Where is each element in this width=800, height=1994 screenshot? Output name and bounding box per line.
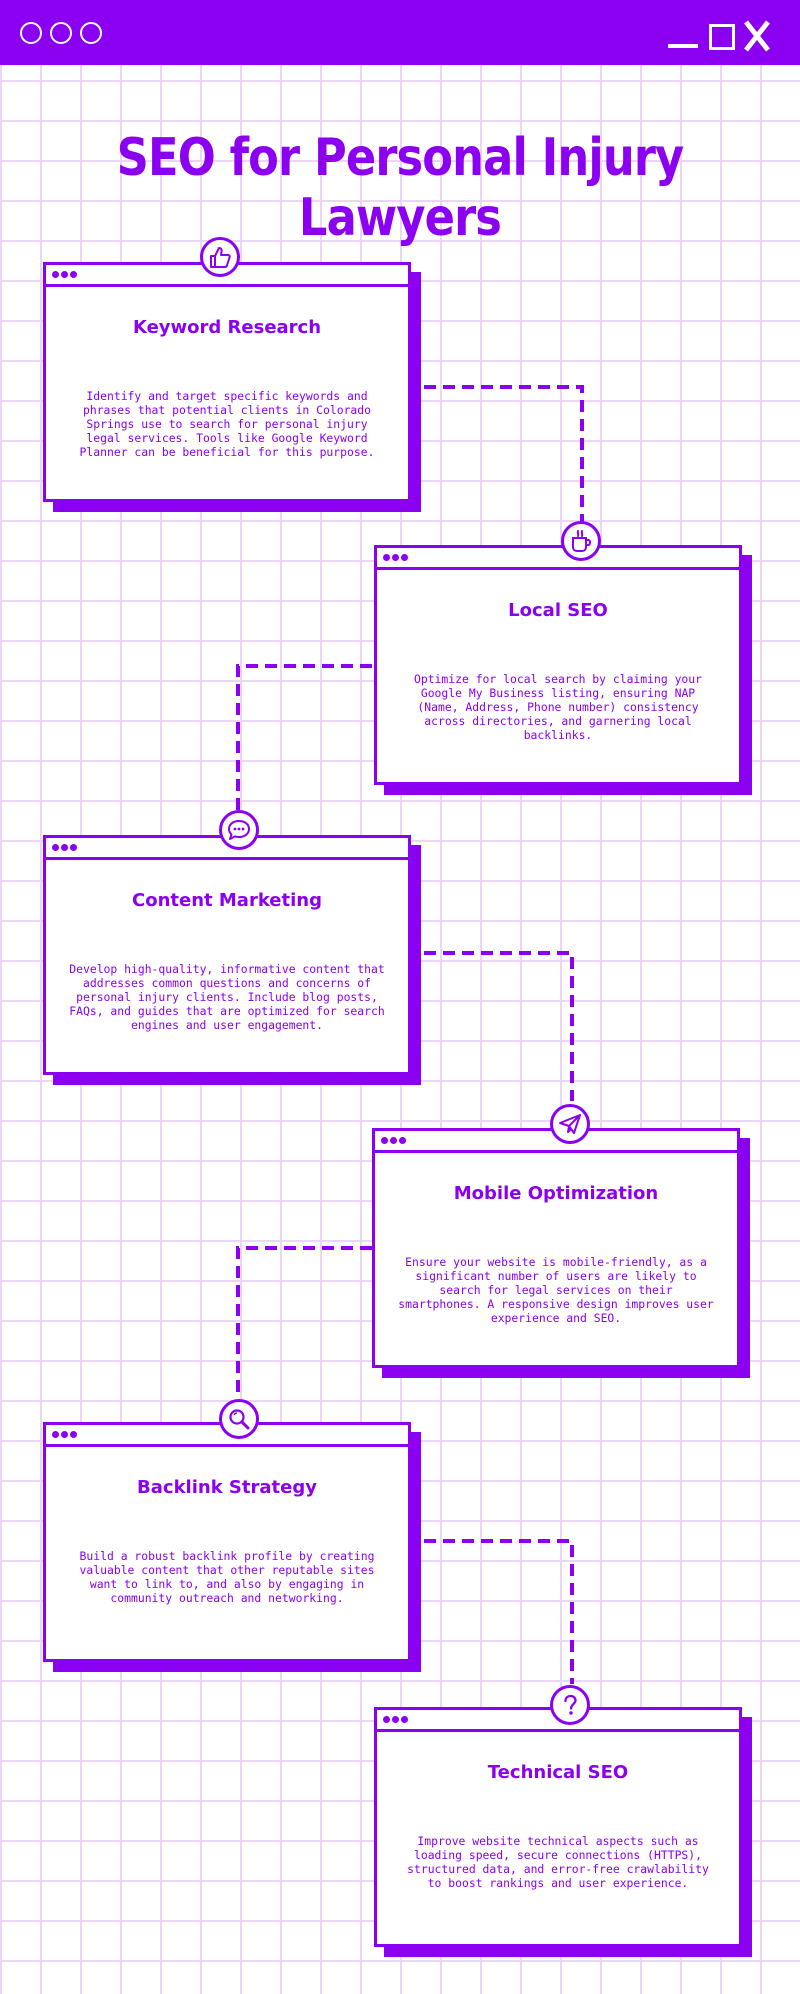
coffee-cup-icon (561, 521, 601, 561)
card-title: Local SEO (508, 600, 608, 621)
card-title: Backlink Strategy (137, 1477, 317, 1498)
maximize-icon[interactable] (709, 24, 735, 50)
card-window-bar (377, 1710, 739, 1732)
card-keyword-research: Keyword Research Identify and target spe… (43, 262, 411, 502)
card-title: Content Marketing (132, 890, 322, 911)
card-text: Identify and target specific keywords an… (79, 389, 375, 459)
paper-plane-icon (550, 1104, 590, 1144)
card-title: Keyword Research (132, 317, 322, 338)
card-window-bar (46, 838, 408, 860)
card-backlink-strategy: Backlink Strategy Build a robust backlin… (43, 1422, 411, 1662)
card-title: Mobile Optimization (453, 1183, 659, 1204)
card-window-bar (375, 1131, 737, 1153)
card-mobile-optimization: Mobile Optimization Ensure your website … (372, 1128, 740, 1368)
window-circle-icon (80, 22, 102, 44)
card-window-bar (46, 1425, 408, 1447)
card-technical-seo: Technical SEO Improve website technical … (374, 1707, 742, 1947)
page-title: SEO for Personal Injury Lawyers (116, 128, 684, 248)
magnifier-icon (219, 1399, 259, 1439)
window-circle-icon (20, 22, 42, 44)
card-window-bar (377, 548, 739, 570)
card-content-marketing: Content Marketing Develop high-quality, … (43, 835, 411, 1075)
close-icon[interactable] (742, 18, 772, 54)
card-local-seo: Local SEO Optimize for local search by c… (374, 545, 742, 785)
card-text: Develop high-quality, informative conten… (69, 962, 385, 1032)
thumbs-up-icon (200, 237, 240, 277)
card-window-bar (46, 265, 408, 287)
window-title-bar (0, 0, 800, 65)
card-text: Ensure your website is mobile-friendly, … (398, 1255, 714, 1325)
window-circle-icon (50, 22, 72, 44)
card-text: Optimize for local search by claiming yo… (413, 672, 703, 742)
card-text: Build a robust backlink profile by creat… (79, 1549, 375, 1605)
question-mark-icon (550, 1685, 590, 1725)
chat-bubble-icon (219, 810, 259, 850)
minimize-icon[interactable] (668, 44, 698, 48)
card-title: Technical SEO (487, 1762, 629, 1783)
card-text: Improve website technical aspects such a… (407, 1834, 709, 1890)
